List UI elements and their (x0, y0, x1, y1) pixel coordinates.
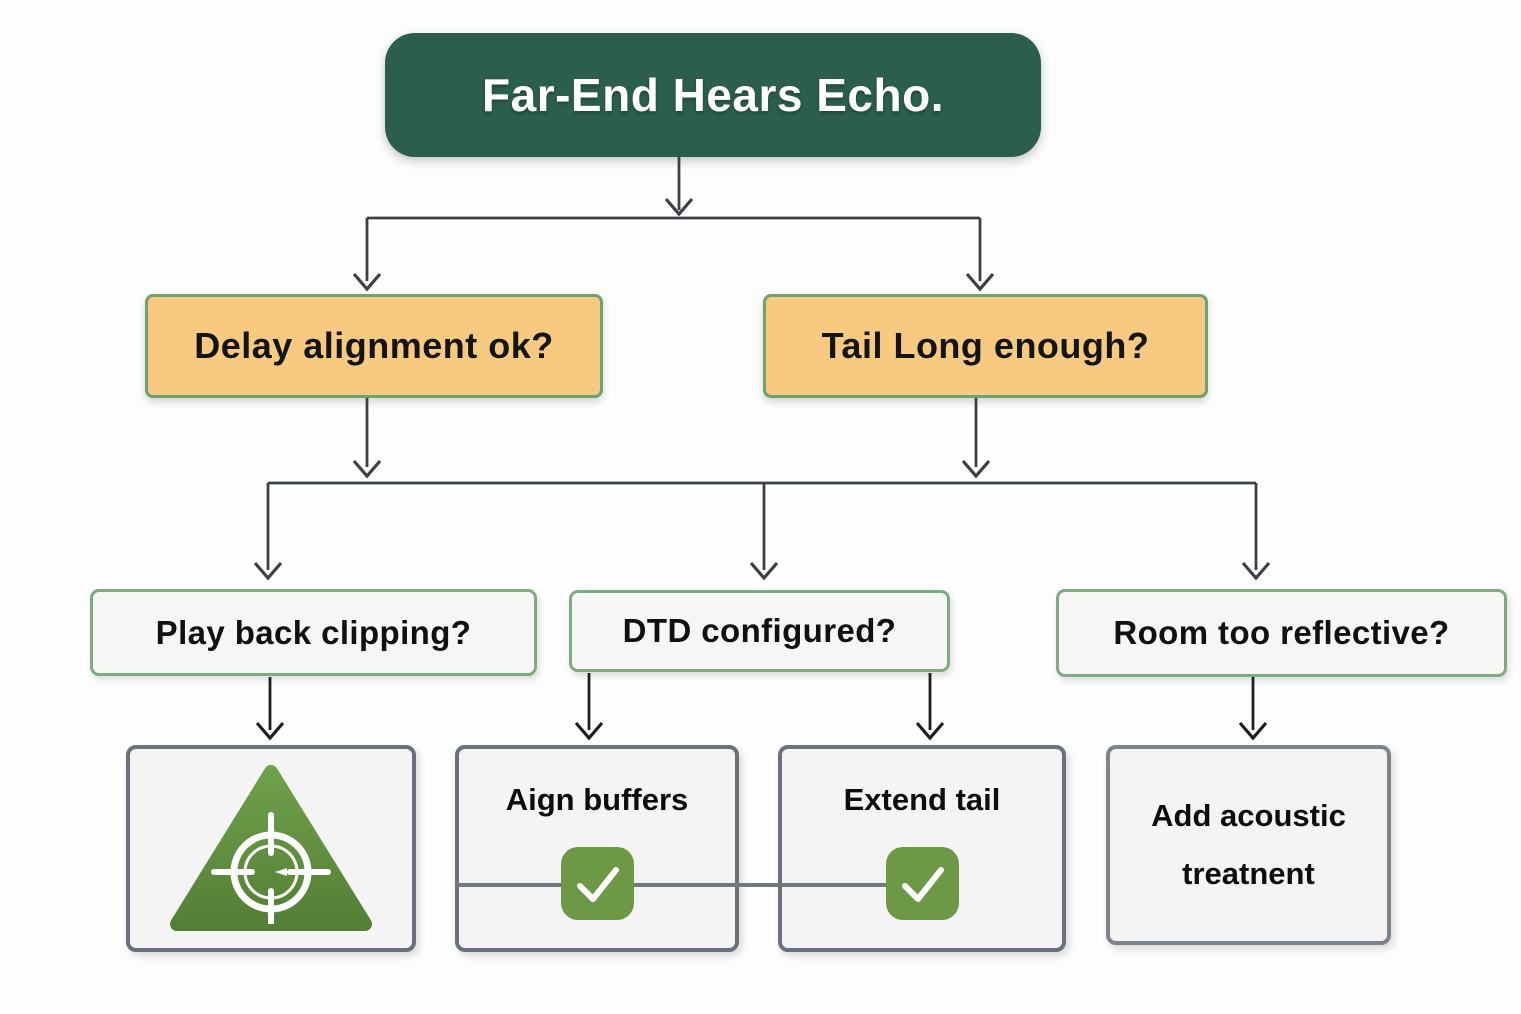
connector-level2-to-level3 (255, 673, 1268, 741)
node-label: Room too reflective? (1113, 614, 1450, 651)
node-label: Add acoustic treatnent (1151, 787, 1346, 903)
checkmark-icon (560, 846, 635, 921)
node-room-too-reflective: Room too reflective? (1056, 589, 1507, 677)
connector-root-to-level1 (352, 157, 995, 292)
node-dtd-configured: DTD configured? (569, 590, 950, 672)
node-add-acoustic-treatment: Add acoustic treatnent (1106, 745, 1391, 945)
node-label-line2: treatnent (1182, 856, 1315, 891)
node-label: DTD configured? (622, 612, 897, 649)
node-label: Aign buffers (505, 782, 689, 817)
node-label-line1: Add acoustic (1151, 798, 1346, 833)
node-label: Tail Long enough? (821, 325, 1150, 366)
node-label: Play back clipping? (155, 613, 472, 651)
checkmark-icon (885, 846, 960, 921)
node-far-end-hears-echo: Far-End Hears Echo. (385, 33, 1041, 157)
node-label: Delay alignment ok? (194, 325, 554, 366)
node-label: Extend tail (843, 782, 1001, 817)
connector-level1-to-level2 (253, 398, 1271, 581)
node-playback-clipping: Play back clipping? (90, 589, 537, 676)
root-node-label: Far-End Hears Echo. (482, 69, 944, 121)
node-delay-alignment-ok: Delay alignment ok? (145, 294, 603, 398)
node-target-action (126, 745, 416, 952)
node-align-buffers: Aign buffers (455, 745, 739, 952)
node-extend-tail: Extend tail (778, 745, 1066, 952)
target-triangle-icon (156, 764, 386, 934)
node-tail-long-enough: Tail Long enough? (763, 294, 1208, 398)
